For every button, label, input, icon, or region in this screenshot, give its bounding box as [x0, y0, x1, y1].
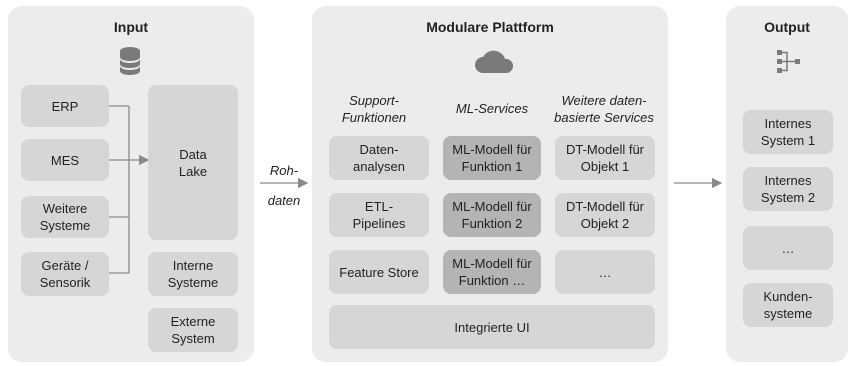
dt-model-object-1: DT-Modell für Objekt 1: [555, 136, 655, 180]
output-internal-system-1: Internes System 1: [743, 110, 833, 154]
support-etl-pipelines: ETL- Pipelines: [329, 193, 429, 237]
ml-model-function-more: ML-Modell für Funktion …: [443, 250, 541, 294]
integrated-ui: Integrierte UI: [329, 305, 655, 349]
hierarchy-icon: [777, 50, 800, 73]
external-system: Externe System: [148, 308, 238, 352]
output-more: …: [743, 226, 833, 270]
column-header-data-services: Weitere daten- basierte Services: [554, 93, 654, 125]
platform-title: Modulare Plattform: [426, 19, 554, 35]
output-internal-system-2: Internes System 2: [743, 167, 833, 211]
output-title: Output: [764, 19, 810, 35]
flow-label-line1: Roh-: [269, 163, 299, 178]
flow-label-line2: daten: [267, 193, 301, 208]
source-devices-sensors: Geräte / Sensorik: [21, 252, 109, 296]
source-mes: MES: [21, 139, 109, 181]
data-lake: Data Lake: [148, 85, 238, 240]
support-feature-store: Feature Store: [329, 250, 429, 294]
internal-systems: Interne Systeme: [148, 252, 238, 296]
input-title: Input: [113, 19, 149, 35]
support-data-analysis: Daten- analysen: [329, 136, 429, 180]
ml-model-function-2: ML-Modell für Funktion 2: [443, 193, 541, 237]
source-other-systems: Weitere Systeme: [21, 196, 109, 238]
column-header-support: Support- Funktionen: [341, 93, 407, 125]
ml-model-function-1: ML-Modell für Funktion 1: [443, 136, 541, 180]
source-erp: ERP: [21, 85, 109, 127]
data-services-more: …: [555, 250, 655, 294]
output-customer-systems: Kunden- systeme: [743, 283, 833, 327]
cloud-icon: [475, 50, 514, 73]
column-header-ml-services: ML-Services: [455, 101, 529, 116]
dt-model-object-2: DT-Modell für Objekt 2: [555, 193, 655, 237]
database-icon: [120, 47, 140, 75]
